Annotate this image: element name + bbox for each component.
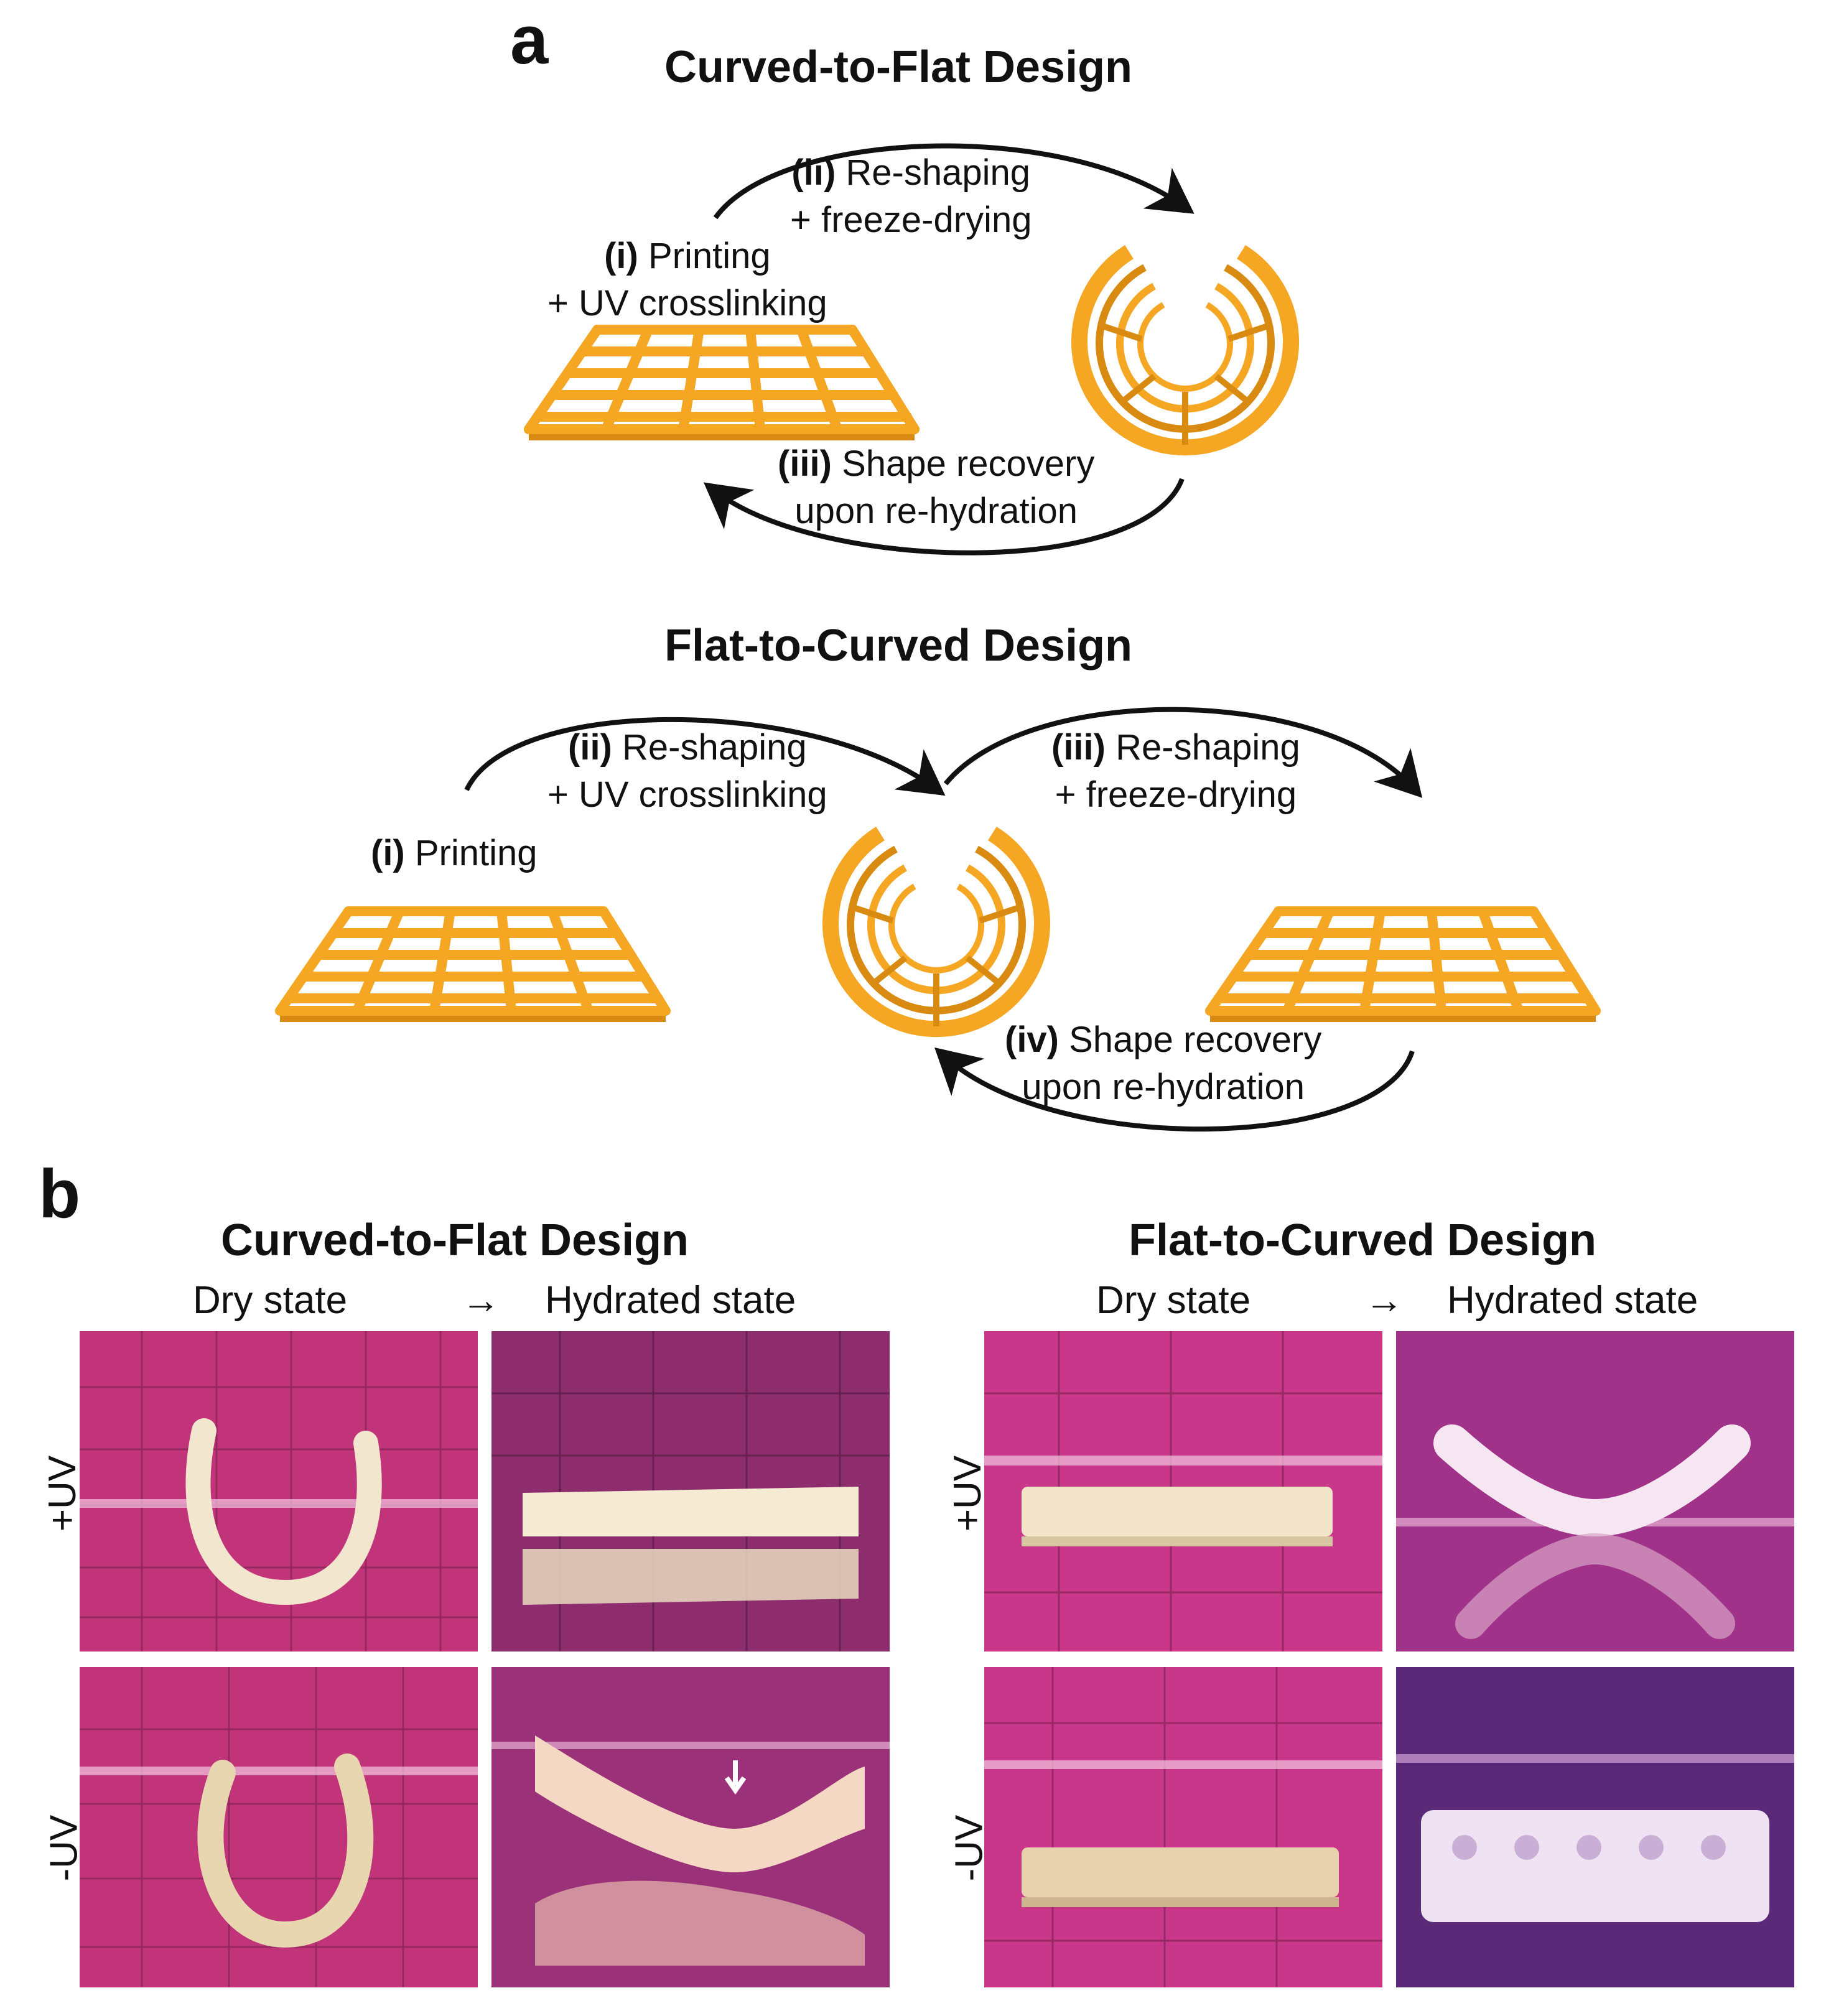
ftc-step-i-label: (i) Printing	[371, 833, 538, 873]
photo-ctf-nouv-hydrated	[491, 1667, 890, 1987]
ctf-step-ii-label: (ii) Re-shaping + freeze-drying	[790, 152, 1032, 240]
arrow-iii-bottom	[703, 478, 1185, 555]
row-label-minus-uv: -UV	[948, 1814, 991, 1882]
ftc-step-ii-label: (ii) Re-shaping + UV crosslinking	[547, 727, 827, 815]
curved-to-flat-title: Curved-to-Flat Design	[664, 42, 1133, 92]
b-right-dry-label: Dry state	[1096, 1279, 1251, 1322]
arrow-ii-ftc	[464, 717, 946, 796]
row-label-minus-uv: -UV	[42, 1814, 86, 1882]
photo-ftc-nouv-dry	[984, 1667, 1382, 1987]
row-label-plus-uv: +UV	[41, 1455, 85, 1532]
ctf-step-i-label: (i) Printing + UV crosslinking	[547, 236, 827, 323]
b-left-title: Curved-to-Flat Design	[221, 1215, 689, 1265]
curved-scaffold-icon	[1071, 244, 1299, 456]
panel-letter-b: b	[39, 1156, 81, 1232]
photo-ftc-nouv-hydrated	[1396, 1667, 1794, 1987]
flat-scaffold-icon	[524, 325, 920, 440]
flat-to-curved-title: Flat-to-Curved Design	[664, 621, 1133, 671]
b-left-hydrated-label: Hydrated state	[545, 1279, 796, 1322]
photo-ctf-uv-hydrated	[491, 1331, 890, 1651]
curved-scaffold-icon	[822, 826, 1050, 1038]
ftc-step-iv-label: (iv) Shape recovery upon re-hydration	[1005, 1020, 1322, 1107]
arrow-iii-ftc	[943, 707, 1423, 798]
photo-ctf-uv-dry	[80, 1331, 478, 1651]
b-right-title: Flat-to-Curved Design	[1129, 1215, 1597, 1265]
row-label-plus-uv: +UV	[946, 1455, 990, 1532]
arrow-iv-ftc	[934, 1047, 1415, 1132]
schematic-diagram	[275, 143, 1601, 1132]
ftc-step-iii-label: (iii) Re-shaping + freeze-drying	[1051, 727, 1300, 815]
arrow-ii-top	[713, 143, 1195, 220]
b-left-arrow: →	[462, 1279, 500, 1322]
photo-ftc-uv-dry	[984, 1331, 1382, 1651]
photo-ftc-uv-hydrated	[1396, 1331, 1794, 1651]
flat-scaffold-icon	[1205, 906, 1601, 1022]
b-right-arrow: →	[1365, 1279, 1404, 1322]
flat-scaffold-icon	[275, 906, 671, 1022]
white-arrow-icon	[724, 1760, 747, 1795]
panel-letter-a: a	[510, 2, 549, 78]
b-left-dry-label: Dry state	[193, 1279, 348, 1322]
photo-ctf-nouv-dry	[80, 1667, 478, 1987]
b-right-hydrated-label: Hydrated state	[1447, 1279, 1698, 1322]
ctf-step-iii-label: (iii) Shape recovery upon re-hydration	[778, 444, 1095, 531]
